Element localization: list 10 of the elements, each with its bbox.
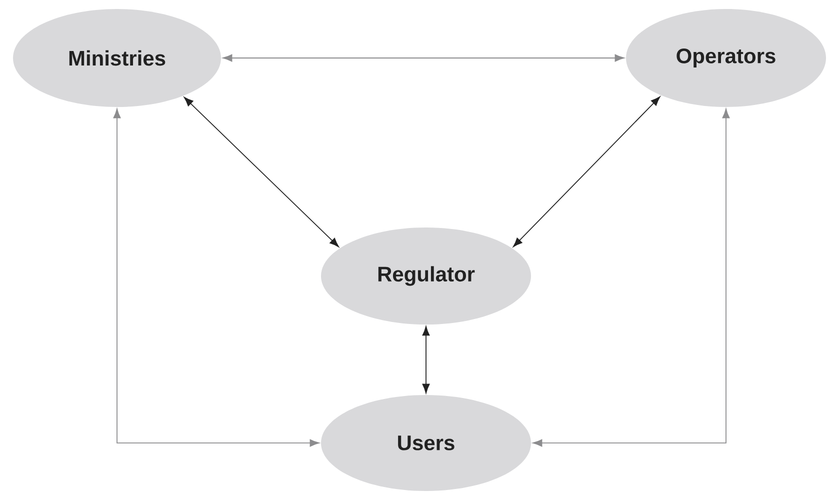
arrow bbox=[513, 96, 660, 248]
ellipse-node: Operators bbox=[626, 9, 826, 107]
arrow bbox=[184, 96, 339, 248]
ellipse-node: Regulator bbox=[321, 228, 531, 324]
arrow bbox=[113, 108, 320, 447]
arrow bbox=[422, 326, 430, 394]
ellipse-node: Ministries bbox=[13, 9, 221, 107]
arrow bbox=[222, 54, 624, 62]
ellipse-node: Users bbox=[321, 394, 531, 491]
arrow bbox=[532, 108, 730, 447]
